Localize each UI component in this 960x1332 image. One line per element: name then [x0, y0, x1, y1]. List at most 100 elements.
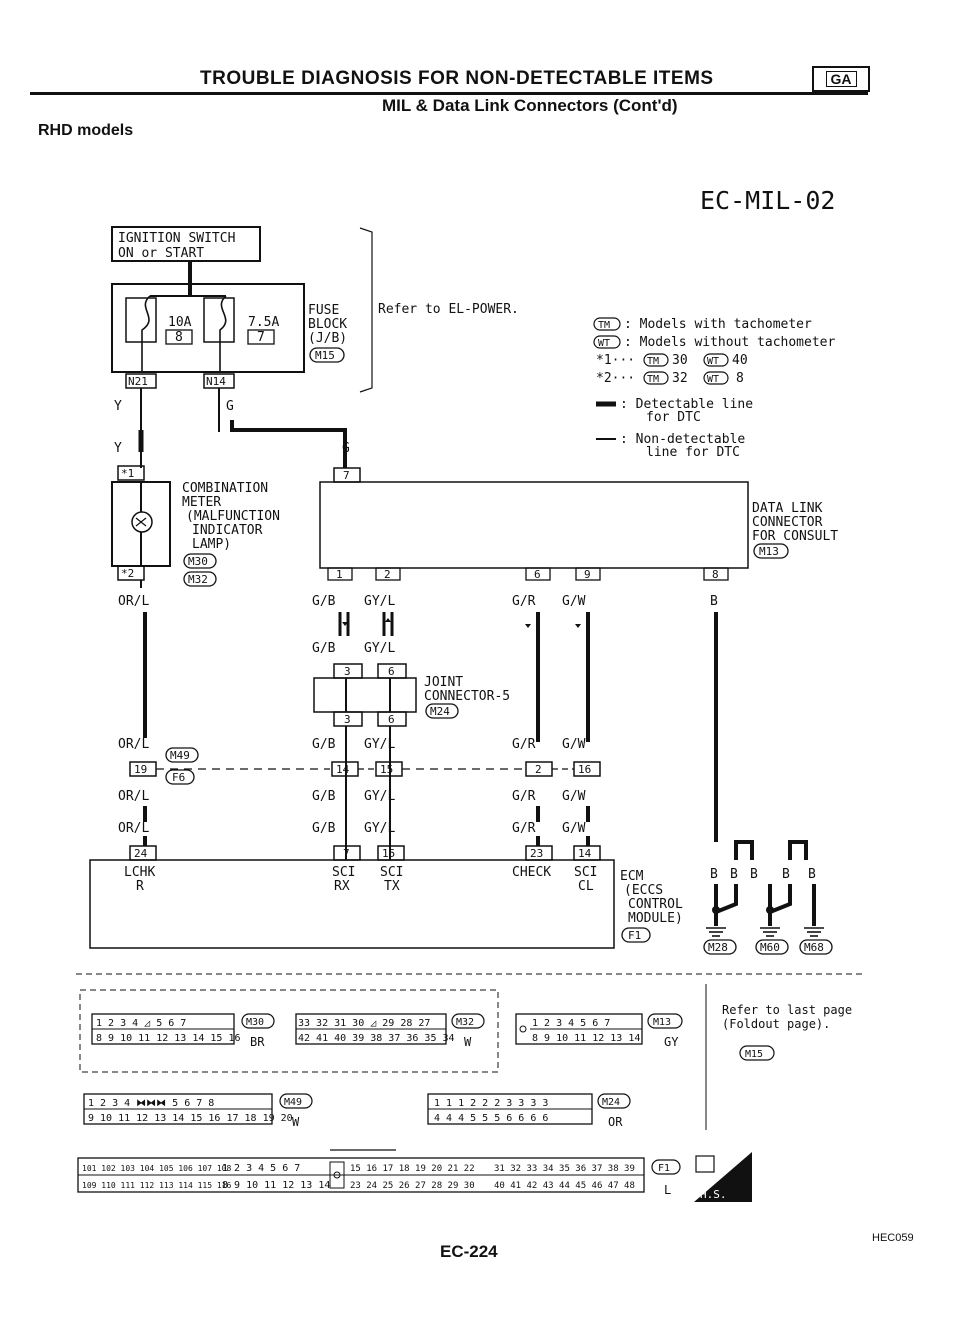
svg-text:OR: OR	[608, 1115, 623, 1129]
svg-text:30: 30	[672, 353, 688, 368]
svg-text:2: 2	[535, 763, 542, 776]
section-badge: GA	[812, 66, 870, 92]
svg-text:WT: WT	[707, 374, 719, 385]
header-rule	[30, 92, 868, 95]
svg-text:JOINT: JOINT	[424, 675, 463, 690]
harness-connector: M49 F6 19 14 15 2 16	[129, 747, 601, 785]
svg-text:1: 1	[336, 568, 343, 581]
svg-text:F6: F6	[172, 771, 185, 784]
svg-text:Y: Y	[114, 441, 122, 456]
svg-text:OR/L: OR/L	[118, 737, 149, 752]
svg-text:G/W: G/W	[562, 594, 586, 609]
svg-text:N21: N21	[128, 375, 148, 388]
svg-text:OR/L: OR/L	[118, 789, 149, 804]
svg-text:15 16 17 18 19 20 21 22: 15 16 17 18 19 20 21 22	[350, 1164, 475, 1174]
svg-text:10A: 10A	[168, 315, 192, 330]
svg-text:109 110 111 112 113 114 115 11: 109 110 111 112 113 114 115 116	[82, 1181, 231, 1190]
svg-text:14: 14	[336, 763, 350, 776]
svg-text:1 2 3 4 5 6 7: 1 2 3 4 5 6 7	[532, 1018, 610, 1029]
svg-text:*2···: *2···	[596, 371, 635, 386]
svg-text:14: 14	[578, 847, 592, 860]
data-link-connector: 7 DATA LINK CONNECTOR FOR CONSULT M13 1 …	[319, 467, 838, 581]
ground-section: B B B B B M28 M60 M68	[703, 840, 833, 955]
svg-text:BR: BR	[250, 1035, 265, 1049]
svg-text:W: W	[292, 1115, 300, 1129]
svg-text:SCI: SCI	[380, 865, 403, 880]
svg-text:M68: M68	[804, 941, 824, 954]
svg-text:*1: *1	[121, 467, 134, 480]
svg-text:GY/L: GY/L	[364, 737, 395, 752]
svg-text:8: 8	[175, 330, 183, 345]
svg-text:2: 2	[384, 568, 391, 581]
svg-text:FUSE: FUSE	[308, 303, 339, 318]
svg-text:F1: F1	[658, 1163, 670, 1174]
svg-text:LCHK: LCHK	[124, 865, 155, 880]
svg-text:: Detectable line: : Detectable line	[620, 397, 753, 412]
svg-text:W: W	[464, 1035, 472, 1049]
svg-text:COMBINATION: COMBINATION	[182, 481, 268, 496]
svg-text:INDICATOR: INDICATOR	[192, 523, 263, 538]
svg-text:8 9 10 11 12 13 14: 8 9 10 11 12 13 14	[222, 1180, 330, 1191]
svg-text:TM: TM	[647, 356, 659, 367]
svg-text:B: B	[808, 867, 816, 882]
svg-text:OR/L: OR/L	[118, 594, 149, 609]
svg-text:CHECK: CHECK	[512, 865, 551, 880]
svg-text:CONTROL: CONTROL	[628, 897, 683, 912]
svg-text:G/W: G/W	[562, 737, 586, 752]
svg-text:H.S.: H.S.	[700, 1188, 727, 1201]
svg-text:M28: M28	[708, 941, 728, 954]
svg-text:15: 15	[382, 847, 395, 860]
connector-m13: 1 2 3 4 5 6 7 8 9 10 11 12 13 14 M13 GY	[515, 1013, 683, 1049]
svg-text:: Non-detectable: : Non-detectable	[620, 432, 745, 447]
svg-text:*2: *2	[121, 567, 134, 580]
svg-text:Y: Y	[114, 399, 122, 414]
svg-text:B: B	[710, 594, 718, 609]
svg-text:F1: F1	[628, 929, 641, 942]
svg-text:G/W: G/W	[562, 821, 586, 836]
svg-text:7.5A: 7.5A	[248, 315, 279, 330]
connector-m24: 1 1 1 2 2 2 3 3 3 3 4 4 4 5 5 5 6 6 6 6 …	[427, 1093, 631, 1129]
svg-text:6: 6	[534, 568, 541, 581]
svg-text:6: 6	[388, 713, 395, 726]
refer-el-power: Refer to EL-POWER.	[378, 302, 519, 317]
svg-text:B: B	[730, 867, 738, 882]
svg-text:M49: M49	[170, 749, 190, 762]
svg-text:M30: M30	[188, 555, 208, 568]
svg-text:8 9 10 11 12 13 14: 8 9 10 11 12 13 14	[532, 1033, 640, 1044]
connector-f1: 101 102 103 104 105 106 107 108 109 110 …	[77, 1149, 681, 1197]
svg-text:9 10 11 12 13 14 15 16 17 18 1: 9 10 11 12 13 14 15 16 17 18 19 20	[88, 1113, 293, 1124]
svg-text:G: G	[342, 441, 350, 456]
svg-text:32: 32	[672, 371, 688, 386]
svg-text:B: B	[750, 867, 758, 882]
svg-text:IGNITION SWITCH: IGNITION SWITCH	[118, 231, 235, 246]
svg-text:B: B	[710, 867, 718, 882]
svg-text:8: 8	[736, 371, 744, 386]
svg-text:RX: RX	[334, 879, 350, 894]
svg-text:G/B: G/B	[312, 641, 336, 656]
figure-code: HEC059	[872, 1232, 914, 1244]
svg-text:: Models with tachometer: : Models with tachometer	[624, 317, 812, 332]
svg-text:Refer to last page: Refer to last page	[722, 1003, 852, 1017]
svg-text:G/R: G/R	[512, 594, 536, 609]
page-title: TROUBLE DIAGNOSIS FOR NON-DETECTABLE ITE…	[200, 68, 714, 89]
svg-text:M32: M32	[456, 1017, 474, 1028]
svg-text:M13: M13	[653, 1017, 671, 1028]
svg-text:3: 3	[344, 713, 351, 726]
svg-text:FOR CONSULT: FOR CONSULT	[752, 529, 838, 544]
connector-m30: 1 2 3 4 ◿ 5 6 7 8 9 10 11 12 13 14 15 16…	[91, 1013, 275, 1049]
joint-connector: 3 6 3 6 JOINT CONNECTOR-5 M24	[313, 663, 510, 727]
svg-text:8: 8	[712, 568, 719, 581]
svg-text:24: 24	[134, 847, 148, 860]
svg-text:GY/L: GY/L	[364, 594, 395, 609]
svg-text:7: 7	[343, 469, 350, 482]
svg-text:7: 7	[257, 330, 265, 345]
svg-text:SCI: SCI	[574, 865, 597, 880]
combination-meter: *1 *2 COMBINATION METER (MALFUNCTION IND…	[111, 465, 280, 587]
svg-text:23: 23	[530, 847, 543, 860]
svg-text:42 41 40 39 38 37 36 35 34: 42 41 40 39 38 37 36 35 34	[298, 1033, 455, 1044]
svg-text:(Foldout page).: (Foldout page).	[722, 1017, 830, 1031]
svg-text:WT: WT	[707, 356, 719, 367]
svg-text:8 9 10 11 12 13 14 15 16: 8 9 10 11 12 13 14 15 16	[96, 1033, 241, 1044]
svg-text:L: L	[664, 1183, 671, 1197]
svg-text:M24: M24	[430, 705, 450, 718]
